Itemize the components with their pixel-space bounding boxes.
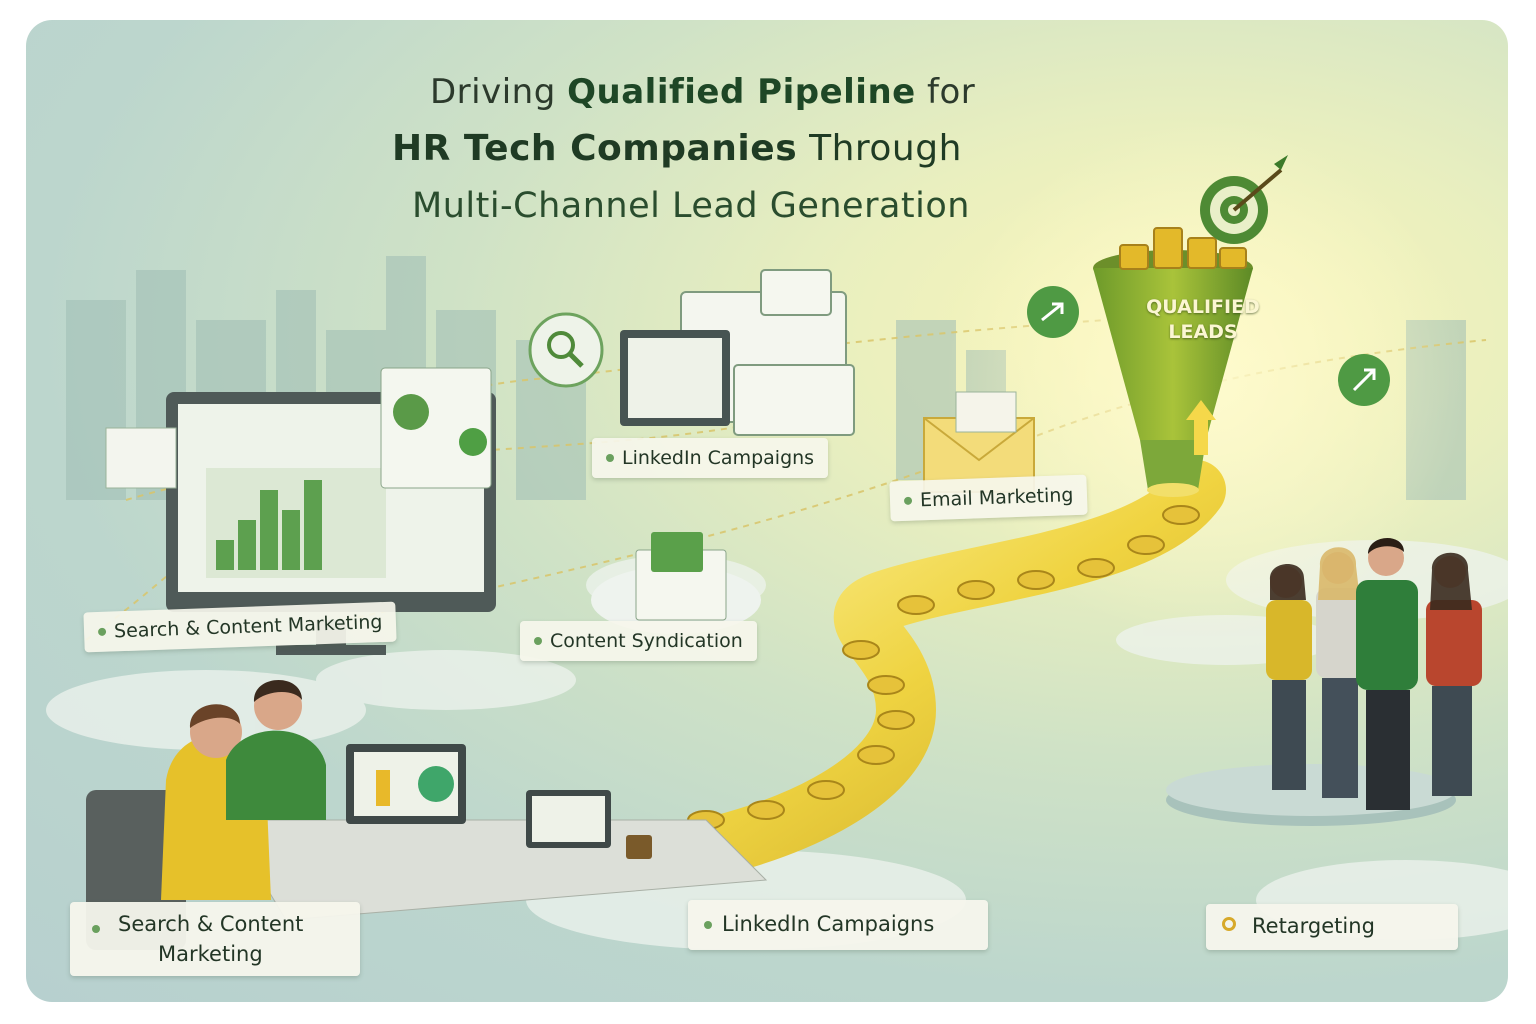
bottom-label-search-content: Search & Content Marketing xyxy=(70,902,360,976)
team-platform xyxy=(1166,764,1456,826)
target-icon xyxy=(1222,917,1236,931)
headline: Driving Qualified Pipeline for HR Tech C… xyxy=(26,20,1508,240)
bullet-dot xyxy=(534,637,542,645)
desk-people xyxy=(86,679,326,950)
coin-stacks xyxy=(1119,227,1247,270)
headline-line-1: Driving Qualified Pipeline for xyxy=(430,72,976,112)
golden-path xyxy=(616,460,1226,890)
coins-on-path xyxy=(687,505,1200,830)
target-icon xyxy=(1200,155,1288,244)
arrow-icon xyxy=(1338,354,1390,406)
label-email-marketing: Email Marketing xyxy=(889,474,1089,522)
bottom-label-retargeting: Retargeting xyxy=(1206,904,1458,950)
linkedin-windows xyxy=(620,269,855,436)
bullet-dot xyxy=(606,454,614,462)
bullet-dot xyxy=(704,921,712,929)
search-icon xyxy=(528,312,604,388)
bottom-label-linkedin: LinkedIn Campaigns xyxy=(688,900,988,950)
scene-illustration xyxy=(46,120,1508,950)
headline-line-3: Multi-Channel Lead Generation xyxy=(412,186,970,226)
team-people xyxy=(1266,537,1482,810)
monitor-illustration xyxy=(105,367,496,655)
office-desk xyxy=(225,744,768,921)
illustration-frame: Driving Qualified Pipeline for HR Tech C… xyxy=(26,20,1508,1002)
funnel-label: QUALIFIED LEADS xyxy=(1146,296,1260,343)
bullet-dot xyxy=(92,925,100,933)
label-linkedin-campaigns: LinkedIn Campaigns xyxy=(592,438,829,478)
label-content-syndication: Content Syndication xyxy=(520,621,757,661)
syndication-documents xyxy=(591,532,761,634)
arrow-icon xyxy=(1027,286,1079,338)
headline-line-2: HR Tech Companies Through xyxy=(392,128,962,169)
bullet-dot xyxy=(97,627,107,636)
bullet-dot xyxy=(903,496,913,505)
